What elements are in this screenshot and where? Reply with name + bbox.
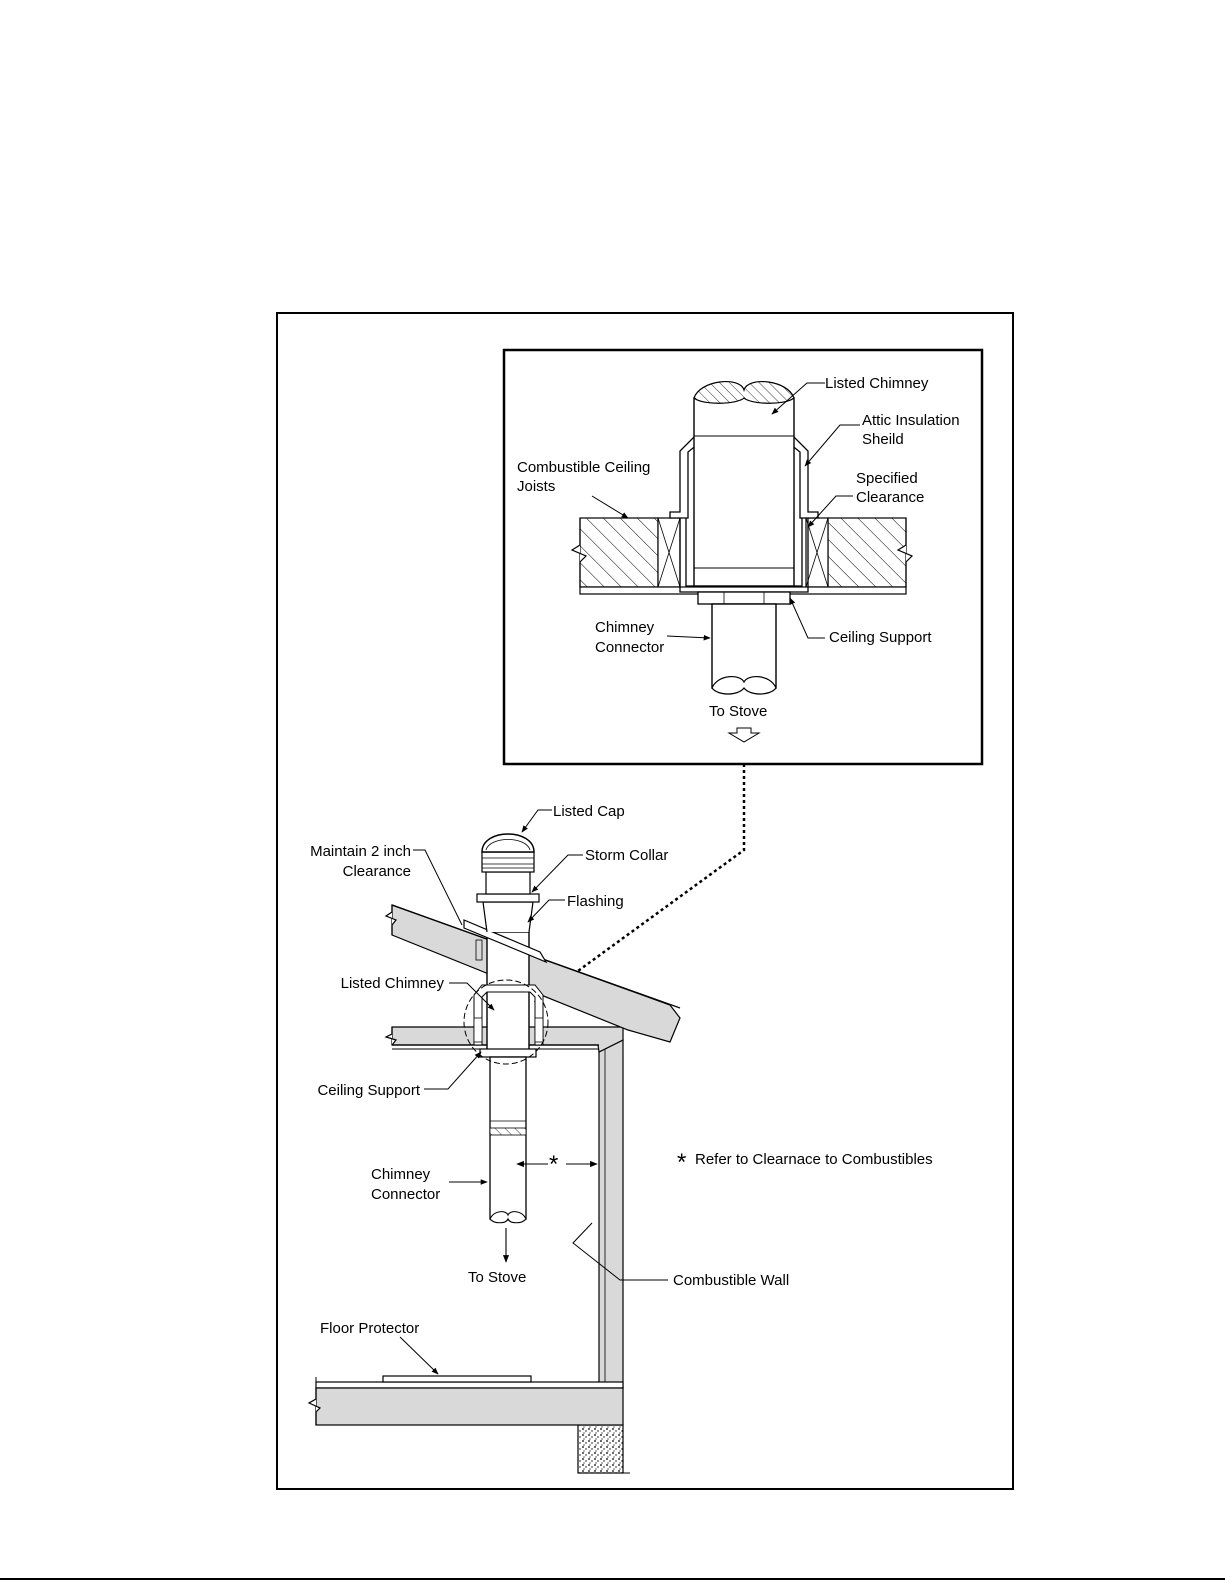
clearance-asterisk: *: [549, 1151, 558, 1178]
main-drawing: * Listed Cap Maintain 2 inch Clearance S…: [307, 803, 933, 1474]
inset-chimney-connector: [711, 592, 777, 695]
inset-label-ceiling-support: Ceiling Support: [829, 629, 932, 646]
ceiling-joists-right: [805, 517, 914, 588]
inset-label-listed-chimney: Listed Chimney: [825, 375, 929, 392]
note-asterisk: *: [677, 1149, 686, 1176]
inset-label-attic-insulation-1: Attic Insulation: [862, 412, 960, 429]
foundation: [577, 1424, 624, 1474]
inset-label-ceiling-joists-1: Combustible Ceiling: [517, 459, 650, 476]
detail-callout-line: [533, 764, 746, 1005]
listed-cap: [481, 833, 535, 873]
inset-label-specified-clearance-2: Clearance: [856, 489, 924, 506]
label-maintain-clearance-1: Maintain 2 inch: [310, 843, 411, 860]
detail-circle: [463, 979, 549, 1065]
inset-label-chimney-connector-2: Connector: [595, 639, 664, 656]
ceiling-joists-left: [570, 517, 681, 588]
inset-label-to-stove: To Stove: [709, 703, 767, 720]
label-ceiling-support: Ceiling Support: [317, 1082, 420, 1099]
inset-label-ceiling-joists-2: Joists: [517, 478, 555, 495]
label-floor-protector: Floor Protector: [320, 1320, 419, 1337]
combustible-wall: [598, 1039, 624, 1389]
label-chimney-connector-2: Connector: [371, 1186, 440, 1203]
floor-joist: [315, 1387, 624, 1426]
label-listed-chimney: Listed Chimney: [341, 975, 445, 992]
page-bottom-rule: [0, 1578, 1225, 1580]
label-to-stove: To Stove: [468, 1269, 526, 1286]
outer-frame: [276, 312, 1014, 1490]
label-listed-cap: Listed Cap: [553, 803, 625, 820]
inset-listed-chimney: [693, 381, 795, 587]
inset-label-chimney-connector-1: Chimney: [595, 619, 655, 636]
floor-subfloor: [315, 1381, 624, 1389]
label-storm-collar: Storm Collar: [585, 847, 668, 864]
main-ceiling-support: [479, 1048, 537, 1058]
label-combustible-wall: Combustible Wall: [673, 1272, 789, 1289]
inset-label-specified-clearance-1: Specified: [856, 470, 918, 487]
storm-collar: [476, 893, 540, 903]
inset-detail: Listed Chimney Attic Insulation Sheild C…: [502, 348, 984, 766]
main-chimney-connector: [489, 1056, 527, 1224]
flashing: [463, 919, 548, 964]
floor-protector: [382, 1375, 532, 1383]
inset-label-attic-insulation-2: Sheild: [862, 431, 904, 448]
label-flashing: Flashing: [567, 893, 624, 910]
inset-to-stove-arrow: [727, 727, 761, 743]
note-text: Refer to Clearnace to Combustibles: [695, 1151, 933, 1168]
label-chimney-connector-1: Chimney: [371, 1166, 431, 1183]
label-maintain-clearance-2: Clearance: [343, 863, 411, 880]
